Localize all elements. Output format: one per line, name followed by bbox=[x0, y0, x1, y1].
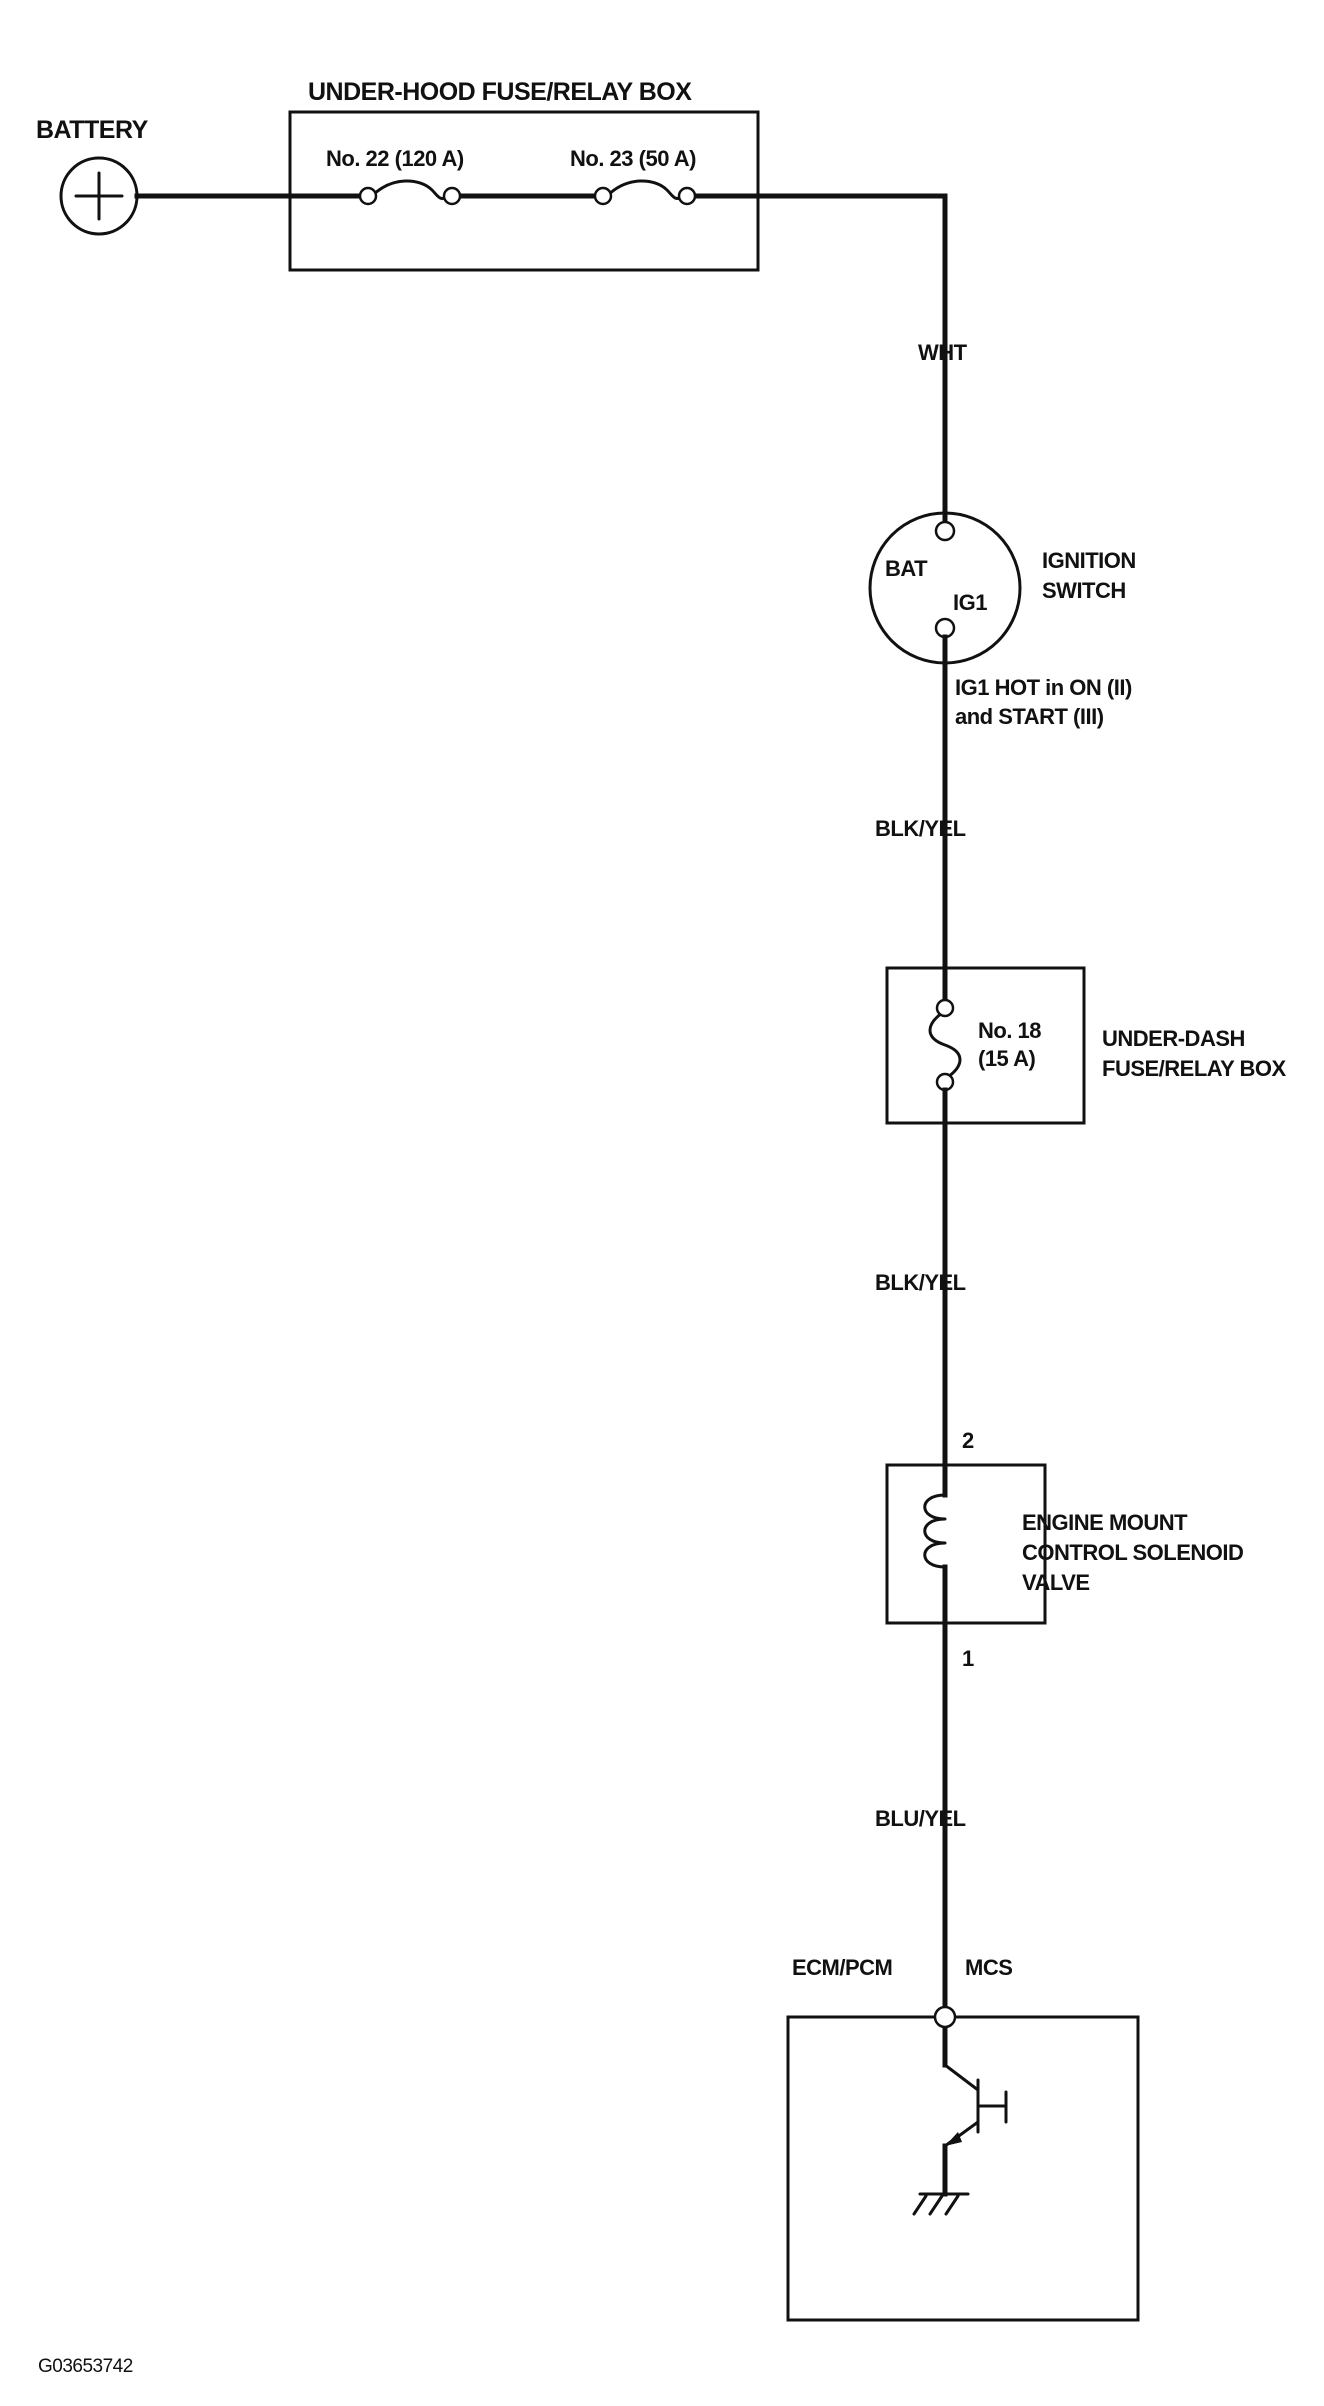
transistor-collector bbox=[943, 2063, 980, 2092]
ecm-label: ECM/PCM bbox=[792, 1955, 892, 1980]
ignition-ig1-label: IG1 bbox=[953, 590, 987, 615]
fuse-23-terminal-left bbox=[593, 186, 613, 206]
ecm-pcm: ECM/PCM MCS bbox=[786, 1955, 1140, 2322]
fuse-18-element bbox=[928, 1009, 962, 1081]
ecm-terminal-label: MCS bbox=[965, 1955, 1012, 1980]
wire-color-blu-yel: BLU/YEL bbox=[875, 1806, 966, 1831]
wire-color-wht: WHT bbox=[918, 340, 968, 365]
underdash-box-label-line1: UNDER-DASH bbox=[1102, 1026, 1245, 1051]
ground-hatch-3 bbox=[944, 2194, 960, 2216]
ground-hatch-2 bbox=[928, 2194, 944, 2216]
fuse-18-label-line1: No. 18 bbox=[978, 1018, 1041, 1043]
underdash-box-label-line2: FUSE/RELAY BOX bbox=[1102, 1056, 1287, 1081]
underhood-box-label: UNDER-HOOD FUSE/RELAY BOX bbox=[308, 78, 692, 106]
solenoid-pin-2: 2 bbox=[962, 1428, 974, 1453]
solenoid-label-line3: VALVE bbox=[1022, 1570, 1090, 1595]
wire-color-blk-yel-1: BLK/YEL bbox=[875, 816, 966, 841]
battery: BATTERY bbox=[36, 116, 149, 236]
underdash-box-outline bbox=[885, 966, 1086, 1125]
underhood-fuse-box: UNDER-HOOD FUSE/RELAY BOX No. 22 (120 A)… bbox=[288, 78, 760, 272]
underdash-fuse-box: No. 18 (15 A) UNDER-DASH FUSE/RELAY BOX bbox=[885, 966, 1287, 1125]
ecm-box-outline bbox=[786, 2015, 1140, 2322]
fuse-18-terminal-top bbox=[935, 998, 955, 1018]
ignition-switch-label-line1: IGNITION bbox=[1042, 548, 1136, 573]
solenoid-label-line2: CONTROL SOLENOID bbox=[1022, 1540, 1243, 1565]
ignition-bat-label: BAT bbox=[885, 556, 928, 581]
ignition-bat-terminal bbox=[934, 520, 956, 542]
fuse-23-element bbox=[605, 179, 685, 200]
ignition-switch-label-line2: SWITCH bbox=[1042, 578, 1126, 603]
solenoid-coil-icon bbox=[923, 1493, 947, 1569]
fuse-22-element bbox=[370, 179, 450, 200]
battery-label: BATTERY bbox=[36, 116, 149, 144]
fuse-22-terminal-right bbox=[442, 186, 462, 206]
solenoid-box-outline bbox=[885, 1463, 1047, 1625]
engine-mount-solenoid: 2 1 ENGINE MOUNT CONTROL SOLENOID VALVE bbox=[885, 1428, 1244, 1671]
solenoid-pin-1: 1 bbox=[962, 1646, 974, 1671]
ground-icon bbox=[912, 2192, 970, 2216]
transistor-icon bbox=[943, 2063, 1008, 2148]
ecm-mcs-terminal bbox=[933, 2005, 957, 2029]
figure-code: G03653742 bbox=[38, 2356, 133, 2377]
wire-color-blk-yel-2: BLK/YEL bbox=[875, 1270, 966, 1295]
top-wire-run bbox=[134, 179, 948, 206]
solenoid-label-line1: ENGINE MOUNT bbox=[1022, 1510, 1188, 1535]
ignition-note-line2: and START (III) bbox=[955, 704, 1104, 729]
fuse-22-terminal-left bbox=[358, 186, 378, 206]
ignition-ig1-terminal bbox=[934, 617, 956, 639]
fuse-22-label: No. 22 (120 A) bbox=[326, 146, 464, 171]
underhood-box-outline bbox=[288, 110, 760, 272]
fuse-18-label-line2: (15 A) bbox=[978, 1046, 1035, 1071]
ignition-switch: BAT IG1 IGNITION SWITCH IG1 HOT in ON (I… bbox=[868, 511, 1136, 729]
fuse-23-label: No. 23 (50 A) bbox=[570, 146, 696, 171]
ignition-note-line1: IG1 HOT in ON (II) bbox=[955, 675, 1132, 700]
transistor-emitter-arrow bbox=[945, 2132, 962, 2146]
ground-hatch-1 bbox=[912, 2194, 928, 2216]
fuse-23-terminal-right bbox=[677, 186, 697, 206]
